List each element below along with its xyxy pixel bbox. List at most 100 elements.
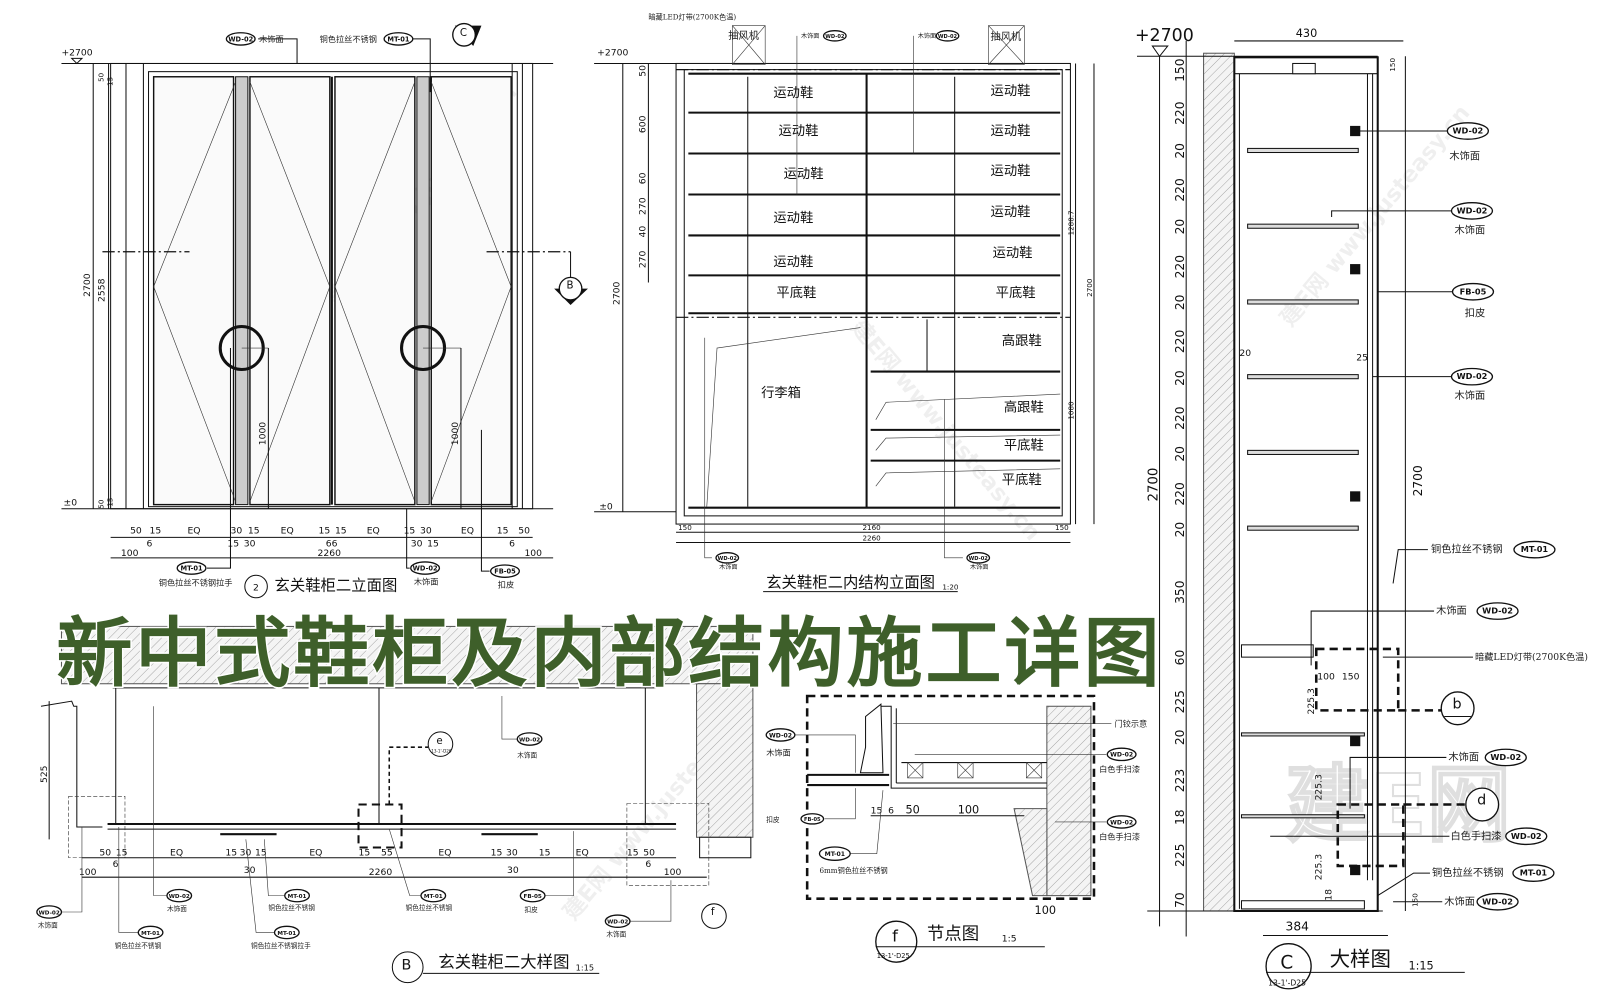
dim-width: 384 xyxy=(1286,919,1310,933)
material-tag: WD-02 xyxy=(1106,747,1137,762)
view-scale: 1:5 xyxy=(1002,934,1017,945)
dim: 100 xyxy=(121,548,139,559)
dim: EQ xyxy=(461,525,474,536)
material-tag: WD-02 xyxy=(1505,827,1548,846)
view-marker-letter: f xyxy=(892,927,899,946)
dim: 1288.7 xyxy=(1066,210,1075,235)
detail-box-e xyxy=(357,803,403,849)
dim: 30 xyxy=(411,539,423,550)
dim: 18 xyxy=(1173,809,1187,825)
dim: 20 xyxy=(1173,446,1187,462)
watermark-text: 建E网 www.justeasy.cn xyxy=(1275,100,1475,331)
callout-note: 铜色拉丝不锈钢 xyxy=(115,941,162,950)
hinge-icon xyxy=(1350,864,1361,876)
dim: 150 xyxy=(1411,893,1420,907)
callout-note: 木饰面 xyxy=(167,904,187,913)
dim: 15 xyxy=(150,525,162,536)
dim: 20 xyxy=(1173,143,1187,159)
dim: 30 xyxy=(506,848,518,859)
detail-marker-letter: d xyxy=(1477,793,1486,809)
dim: EQ xyxy=(367,525,380,536)
tag-code: WD-02 xyxy=(1482,896,1513,906)
dim: 225.3 xyxy=(1313,774,1324,800)
dim: 6 xyxy=(146,539,152,550)
material-tag: WD-02 xyxy=(1450,202,1494,220)
dim: 15 xyxy=(319,525,331,536)
callout-note: 木饰面 xyxy=(606,930,626,939)
dim-total-width: 2260 xyxy=(369,867,393,878)
section-c-view: b d +2700 2700 150 220 20 220 20 220 20 … xyxy=(1135,26,1588,990)
dim: 2700 xyxy=(1085,278,1094,297)
door-panel xyxy=(152,76,235,506)
dim: 30 xyxy=(230,525,242,536)
view-scale: 1:20 xyxy=(942,583,959,592)
material-tag: FB-05 xyxy=(489,564,520,578)
marker-letter: C xyxy=(460,28,467,39)
dim: EQ xyxy=(281,525,294,536)
view-title: 玄关鞋柜二大样图 xyxy=(438,952,569,971)
callout-note: 木饰面 xyxy=(970,563,988,571)
level-top: +2700 xyxy=(597,47,628,58)
view-marker-number: 2 xyxy=(253,583,259,594)
tag-code: WD-02 xyxy=(825,34,845,40)
compartment-label: 运动鞋 xyxy=(773,210,813,226)
tag-code: WD-02 xyxy=(1490,752,1521,762)
tag-code: WD-02 xyxy=(1110,819,1133,826)
callout-note: 扣皮 xyxy=(524,905,538,914)
dim: 100 xyxy=(524,548,542,559)
dim: 100 xyxy=(79,867,97,878)
dim: 100 xyxy=(1035,904,1056,917)
tag-code: MT-01 xyxy=(1520,868,1548,878)
dim: 30 xyxy=(240,848,252,859)
view-marker-ref: 13-1'-D25 xyxy=(1268,979,1306,988)
dim: 15 xyxy=(359,848,371,859)
callout-note: 铜色拉丝不锈钢 xyxy=(268,903,315,912)
dim: 100 xyxy=(958,804,979,817)
compartment-label: 运动鞋 xyxy=(991,123,1031,139)
dim: 50 xyxy=(518,525,530,536)
led-fixture xyxy=(1292,62,1316,75)
material-tag: FB-05 xyxy=(519,888,546,903)
tag-code: WD-02 xyxy=(969,556,989,562)
dim: 50 xyxy=(99,848,111,859)
material-tag: MT-01 xyxy=(273,925,300,940)
compartment-label: 高跟鞋 xyxy=(1004,398,1044,415)
wall-hatch xyxy=(1203,52,1235,912)
shelves xyxy=(1240,147,1365,910)
tag-code: WD-02 xyxy=(519,737,540,743)
dim: 6 xyxy=(888,806,894,817)
tag-code: WD-02 xyxy=(1457,205,1488,215)
dim: 20 xyxy=(1173,219,1187,235)
hinge-icon xyxy=(1350,125,1361,137)
callout-note: 铜色拉丝不锈钢 xyxy=(1432,866,1504,879)
dim: 50 xyxy=(96,72,105,82)
view-marker xyxy=(391,951,424,984)
dim: 100 xyxy=(664,867,682,878)
compartment-label: 平底鞋 xyxy=(1002,472,1042,488)
compartment-label: 平底鞋 xyxy=(996,285,1036,301)
dim: 15 xyxy=(227,539,239,550)
node-f-dims: 15 6 50 100 100 xyxy=(871,804,1056,917)
level-top: +2700 xyxy=(61,47,92,58)
exhaust-fan-label: 抽风机 xyxy=(728,29,759,42)
callout-note: 扣皮 xyxy=(766,815,780,824)
tag-code: FB-05 xyxy=(1460,286,1487,296)
tag-code: MT-01 xyxy=(277,931,296,937)
dim: 6 xyxy=(113,859,119,870)
tag-code: WD-02 xyxy=(938,34,958,40)
tag-code: MT-01 xyxy=(180,565,203,573)
material-tag: MT-01 xyxy=(1512,864,1555,882)
detail-marker xyxy=(427,731,454,757)
dim: 30 xyxy=(507,865,519,876)
view-marker-ref: 13-1'-D25 xyxy=(877,952,910,960)
hinge-icon xyxy=(1350,491,1361,502)
callout-note: 木饰面 xyxy=(1455,223,1486,236)
callout-note: 木饰面 xyxy=(918,32,936,40)
material-tag: WD-02 xyxy=(1476,602,1519,620)
plan-b-dims: 50 15 EQ 15 30 15 EQ 15 55 EQ 15 30 15 E… xyxy=(79,848,682,878)
material-tag: MT-01 xyxy=(176,561,207,575)
dim: 15 xyxy=(225,848,237,859)
tag-code: MT-01 xyxy=(387,35,410,43)
material-tag: WD-02 xyxy=(1106,815,1137,829)
